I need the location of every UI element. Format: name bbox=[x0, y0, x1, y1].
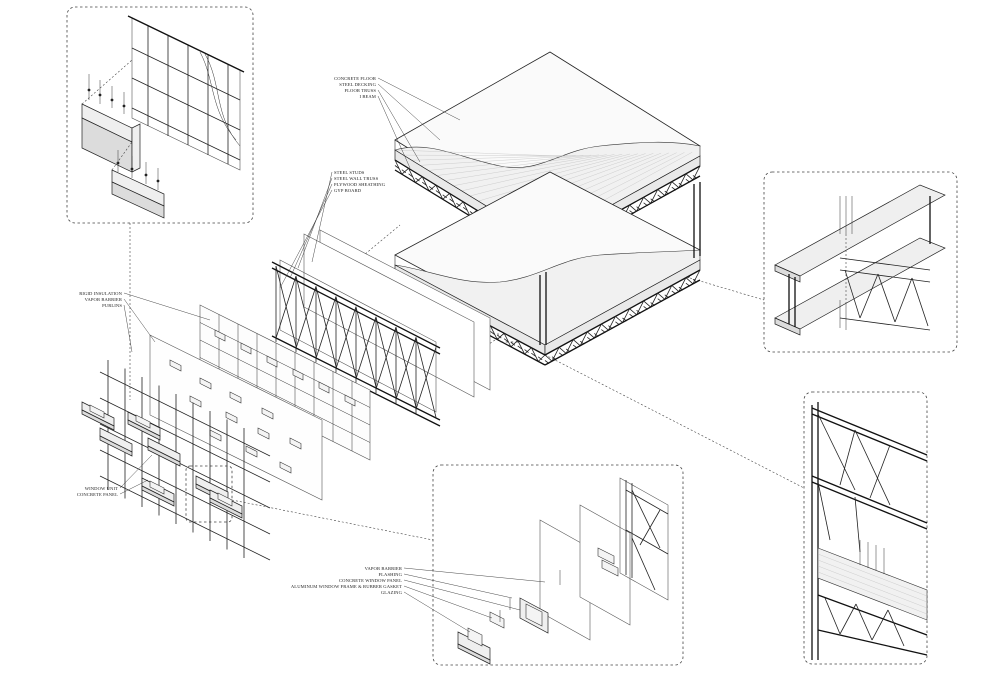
labels-panel: WINDOW UNIT CONCRETE PANEL bbox=[77, 486, 118, 497]
label-steel-decking: STEEL DECKING bbox=[339, 82, 376, 87]
detail-wall-truss bbox=[811, 402, 928, 660]
label-rigid-insulation: RIGID INSULATION bbox=[79, 291, 122, 296]
detail-beam-truss bbox=[774, 184, 946, 336]
label-gyp-board: GYP BOARD bbox=[334, 188, 362, 193]
detail-frame-window-assembly bbox=[432, 464, 684, 666]
label-vapor-barrier: VAPOR BARRIER bbox=[85, 297, 123, 302]
label-steel-studs: STEEL STUDS bbox=[334, 170, 365, 175]
leader-lines bbox=[119, 77, 546, 633]
labels-envelope: RIGID INSULATION VAPOR BARRIER PURLINS bbox=[79, 291, 123, 308]
label-i-beam: I BEAM bbox=[359, 94, 376, 99]
detail-panel-connection bbox=[81, 15, 245, 219]
labels-window-detail: VAPOR BARRIER FLASHING CONCRETE WINDOW P… bbox=[291, 566, 403, 595]
label-flashing: FLASHING bbox=[378, 572, 402, 577]
label-floor-truss: FLOOR TRUSS bbox=[344, 88, 376, 93]
labels-floor: CONCRETE FLOOR STEEL DECKING FLOOR TRUSS… bbox=[334, 76, 377, 99]
callout-box-window bbox=[185, 465, 233, 523]
detail-frame-beam-truss bbox=[763, 171, 958, 353]
detail-frame-panel-connection bbox=[66, 6, 254, 224]
wall-layer-vapor-barrier bbox=[149, 334, 323, 501]
label-plywood-sheathing: PLYWOOD SHEATHING bbox=[334, 182, 386, 187]
label-concrete-window-panel: CONCRETE WINDOW PANEL bbox=[339, 578, 402, 583]
detail-window-assembly bbox=[457, 477, 669, 665]
labels-wall-structure: STEEL STUDS STEEL WALL TRUSS PLYWOOD SHE… bbox=[334, 170, 386, 193]
label-concrete-floor: CONCRETE FLOOR bbox=[334, 76, 377, 81]
concrete-panels bbox=[81, 401, 243, 519]
label-aluminum-window-frame: ALUMINUM WINDOW FRAME & RUBBER GASKET bbox=[291, 584, 402, 589]
label-detail-vapor-barrier: VAPOR BARRIER bbox=[365, 566, 403, 571]
wall-layer-sheathing-grid bbox=[199, 304, 371, 461]
label-purlins: PURLINS bbox=[102, 303, 122, 308]
label-steel-wall-truss: STEEL WALL TRUSS bbox=[334, 176, 379, 181]
label-glazing: GLAZING bbox=[381, 590, 403, 595]
label-concrete-panel: CONCRETE PANEL bbox=[77, 492, 118, 497]
wall-layer-gyp-board bbox=[303, 229, 491, 398]
detail-frame-wall-truss bbox=[803, 391, 928, 665]
label-window-unit: WINDOW UNIT bbox=[85, 486, 118, 491]
